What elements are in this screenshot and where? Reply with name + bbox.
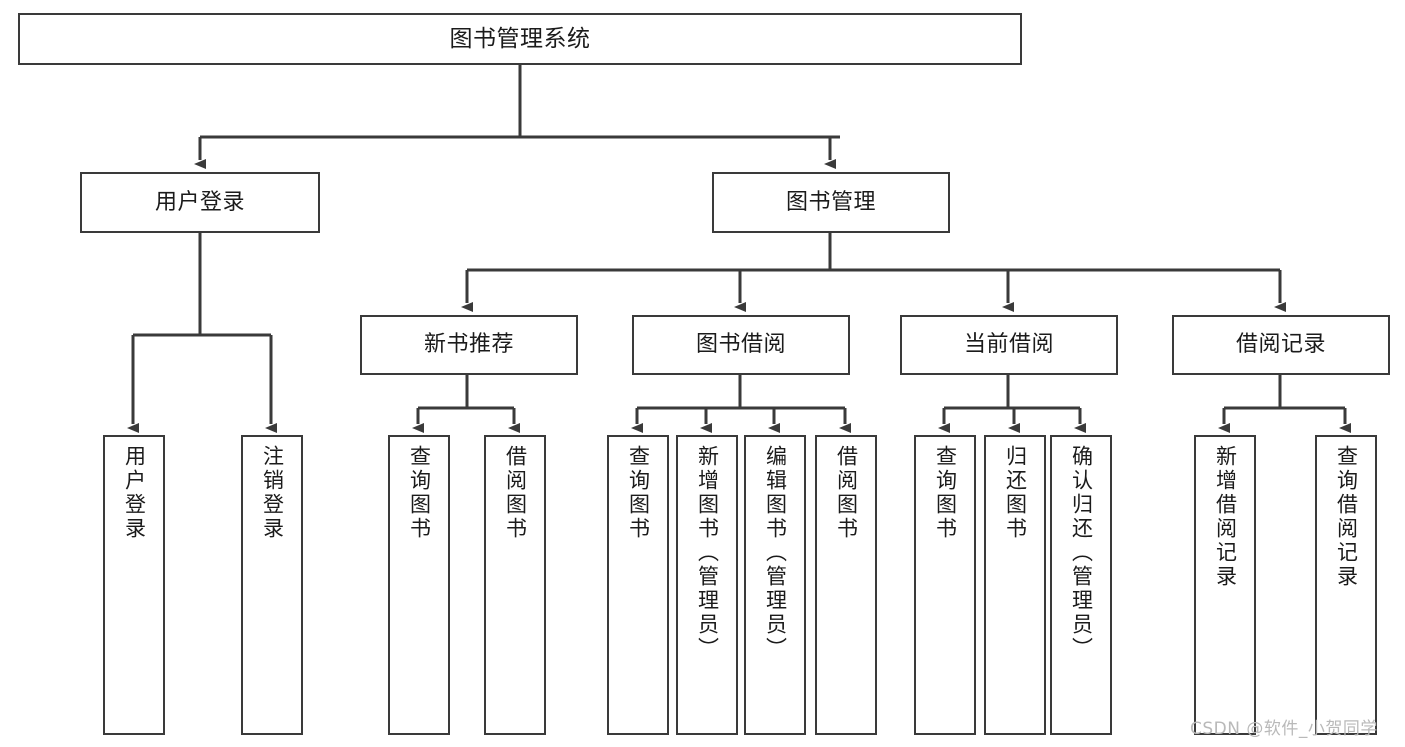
leaf-query-book-borrow[interactable]: 查询图书	[607, 435, 669, 735]
node-label: 归还图书	[1003, 445, 1028, 541]
node-label: 新增借阅记录	[1213, 445, 1238, 589]
csdn-watermark: CSDN @软件_小贺同学	[1190, 719, 1378, 739]
node-label: 查询借阅记录	[1334, 445, 1359, 589]
leaf-add-book-admin[interactable]: 新增图书（管理员）	[676, 435, 738, 735]
node-current-borrow[interactable]: 当前借阅	[900, 315, 1118, 375]
node-book-borrow[interactable]: 图书借阅	[632, 315, 850, 375]
leaf-borrow-book[interactable]: 借阅图书	[815, 435, 877, 735]
node-label: 新书推荐	[423, 332, 514, 358]
node-label: 查询图书	[626, 445, 651, 541]
node-label: 用户登录	[122, 445, 147, 541]
node-label: 图书管理	[785, 189, 876, 215]
node-borrow-records[interactable]: 借阅记录	[1172, 315, 1390, 375]
node-label: 借阅图书	[503, 445, 528, 541]
leaf-query-book-recommend[interactable]: 查询图书	[388, 435, 450, 735]
node-label: 借阅图书	[834, 445, 859, 541]
node-label: 当前借阅	[963, 332, 1054, 358]
node-label: 图书借阅	[695, 332, 786, 358]
node-label: 图书管理系统	[449, 25, 591, 52]
leaf-query-borrow-record[interactable]: 查询借阅记录	[1315, 435, 1377, 735]
leaf-logout[interactable]: 注销登录	[241, 435, 303, 735]
leaf-borrow-book-recommend[interactable]: 借阅图书	[484, 435, 546, 735]
leaf-edit-book-admin[interactable]: 编辑图书（管理员）	[744, 435, 806, 735]
leaf-user-login[interactable]: 用户登录	[103, 435, 165, 735]
node-label: 借阅记录	[1235, 332, 1326, 358]
leaf-query-book-current[interactable]: 查询图书	[914, 435, 976, 735]
leaf-confirm-return-admin[interactable]: 确认归还（管理员）	[1050, 435, 1112, 735]
node-label: 新增图书（管理员）	[695, 445, 720, 661]
node-label: 确认归还（管理员）	[1069, 445, 1094, 661]
node-new-book-recommend[interactable]: 新书推荐	[360, 315, 578, 375]
node-root-system[interactable]: 图书管理系统	[18, 13, 1022, 65]
node-label: 编辑图书（管理员）	[763, 445, 788, 661]
node-label: 查询图书	[933, 445, 958, 541]
node-label: 查询图书	[407, 445, 432, 541]
leaf-add-borrow-record[interactable]: 新增借阅记录	[1194, 435, 1256, 735]
leaf-return-book[interactable]: 归还图书	[984, 435, 1046, 735]
node-label: 用户登录	[154, 189, 245, 215]
node-book-management[interactable]: 图书管理	[712, 172, 950, 233]
node-label: 注销登录	[260, 445, 285, 541]
node-user-login[interactable]: 用户登录	[80, 172, 320, 233]
